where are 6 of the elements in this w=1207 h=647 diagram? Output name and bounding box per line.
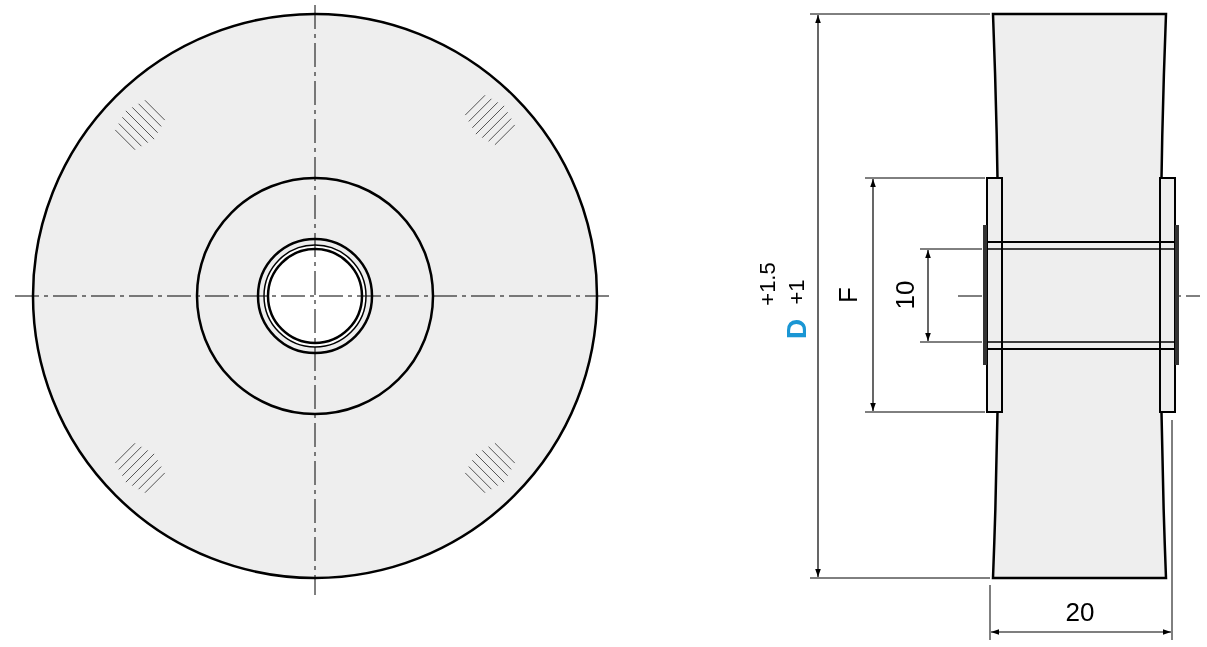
tolerance-lower: +1 bbox=[786, 279, 808, 305]
dimension-label: F bbox=[835, 287, 861, 303]
tolerance-upper: +1.5 bbox=[757, 262, 779, 306]
dimension-label: 10 bbox=[892, 280, 918, 310]
dimension-label: 20 bbox=[1065, 599, 1095, 625]
dimension-label: D bbox=[783, 318, 811, 340]
